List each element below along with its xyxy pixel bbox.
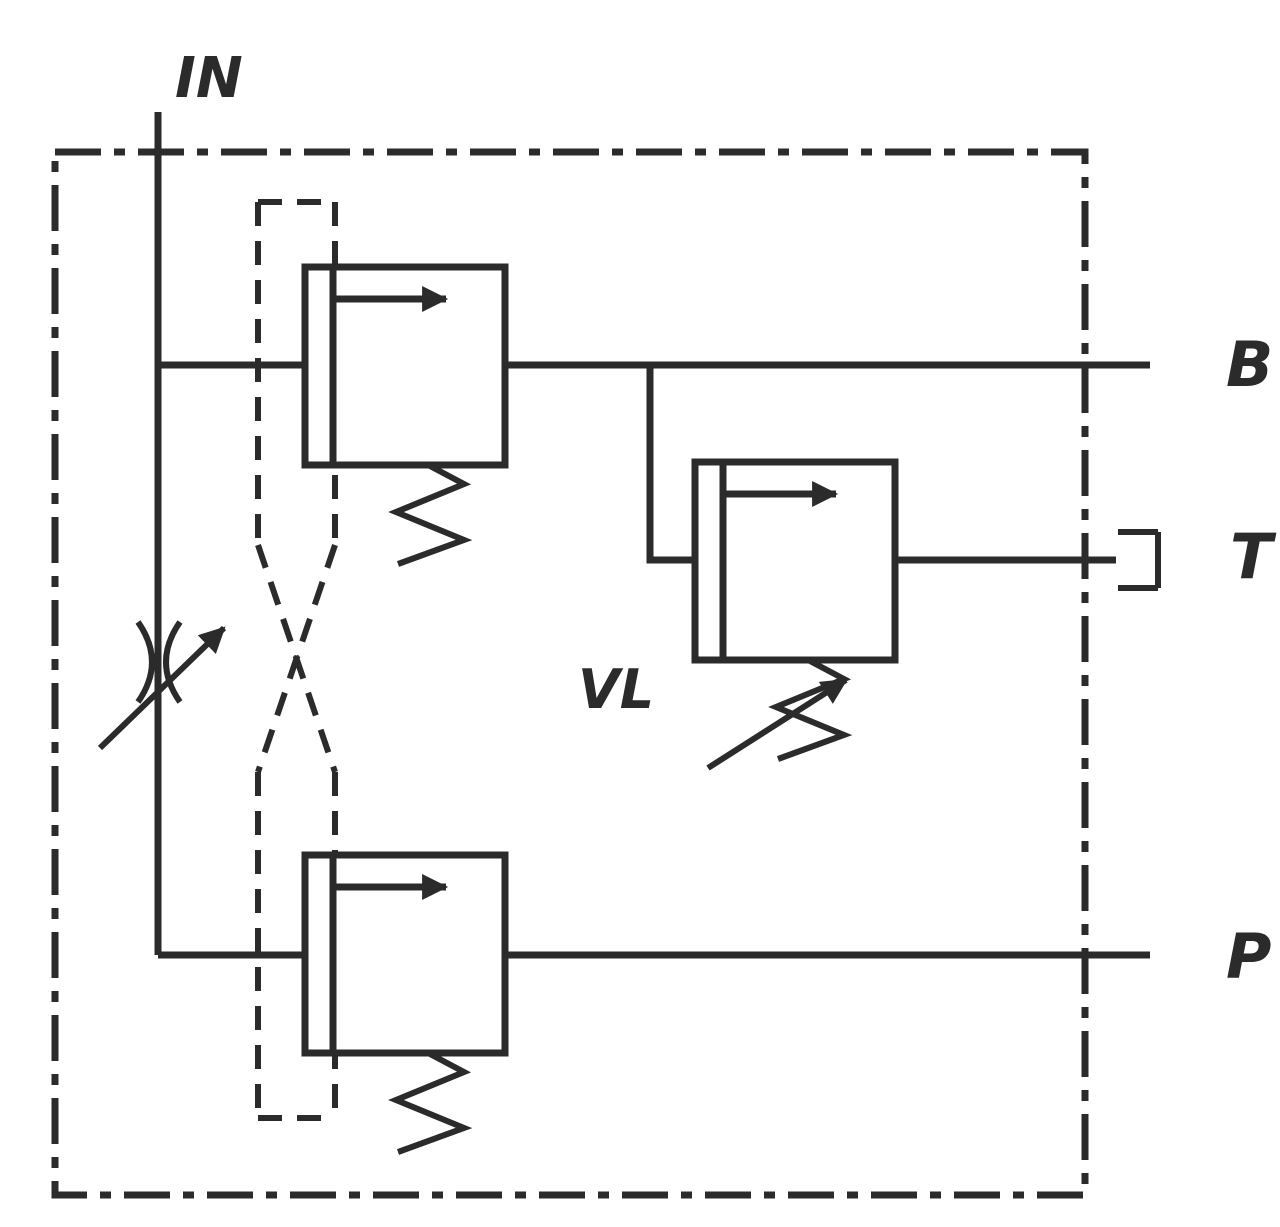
pilot-line-cross-b bbox=[255, 544, 338, 773]
tank-port-symbol bbox=[1118, 529, 1161, 591]
enclosure-boundary bbox=[51, 148, 1089, 1199]
spring-adjust-arrow-icon bbox=[706, 677, 848, 771]
pressure-valve-top bbox=[301, 263, 509, 567]
vl-feed-line bbox=[646, 365, 697, 564]
label-port-p: P bbox=[1226, 920, 1271, 993]
throttle-arc-right bbox=[163, 620, 183, 704]
spring-icon bbox=[768, 658, 853, 762]
port-plug-icon bbox=[1118, 529, 1161, 591]
variable-throttle bbox=[97, 620, 227, 751]
throttle-arc-left bbox=[135, 620, 155, 704]
pilot-line-crossover bbox=[255, 199, 338, 1121]
label-valve-vl: VL bbox=[578, 658, 654, 721]
label-port-t: T bbox=[1230, 520, 1277, 593]
pressure-valve-bottom bbox=[301, 851, 509, 1155]
spring-icon bbox=[388, 1051, 473, 1155]
flow-lines bbox=[154, 112, 1150, 959]
label-inlet-port: IN bbox=[175, 46, 243, 111]
throttle-adjust-arrow-icon bbox=[97, 625, 227, 751]
label-port-b: B bbox=[1226, 328, 1273, 401]
spring-icon bbox=[388, 463, 473, 567]
relief-valve-vl bbox=[691, 458, 899, 771]
